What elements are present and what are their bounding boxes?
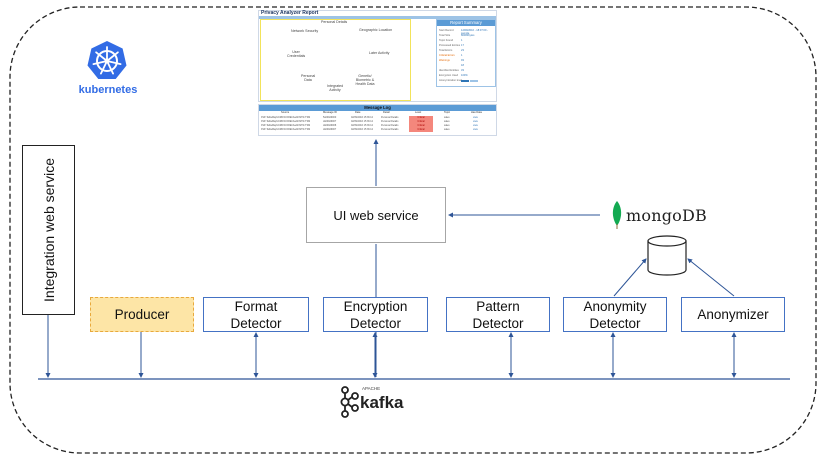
radar-label: User Credentials [287,50,306,58]
encryption-detector-label: Encryption Detector [343,298,408,331]
anonymizer-box: Anonymizer [681,297,785,332]
anonymity-detector-label: Anonymity Detector [583,298,647,331]
radar-label: Network Security [291,29,319,33]
message-log-header: Source Message ID Date Detail Level Topi… [281,111,482,114]
table-row: \ISP-TableMap\\CRD\\CORE\\Audit\\STR-TSM… [261,120,478,124]
kafka-apache-label: APACHE [362,386,381,391]
format-detector-label: Format Detector [230,298,282,331]
producer-box: Producer [90,297,194,332]
report-title: Privacy Analyzer Report [261,10,319,16]
format-detector-box: Format Detector [203,297,309,332]
message-log-panel: Message Log Source Message ID Date Detai… [258,104,497,136]
anonymizer-label: Anonymizer [697,307,769,322]
producer-label: Producer [114,307,170,322]
summary-row: 18 [461,64,464,67]
integration-web-service-box: Integration web service [22,145,75,315]
radar-chart-panel [260,19,411,101]
mongodb-leaf-icon [612,201,622,229]
database-cylinder-icon [647,235,687,276]
radar-label: Genetic/ Biometric & Health Data [355,74,375,86]
report-header-bar [259,16,496,19]
radar-label: Personal Details [321,20,348,24]
summary-title: Report Summary [437,20,495,26]
pattern-detector-label: Pattern Detector [472,298,524,331]
ui-web-service-label: UI web service [333,207,419,223]
mongodb-label: mongoDB [626,206,707,225]
radar-label: Personal Data [301,74,316,82]
pattern-detector-box: Pattern Detector [446,297,550,332]
ui-web-service-box: UI web service [306,187,446,243]
encryption-detector-box: Encryption Detector [323,297,428,332]
kubernetes-helm-icon [87,41,127,79]
privacy-report-panel: Privacy Analyzer Report Personal Details… [258,10,497,102]
message-log-title: Message Log [259,105,496,111]
integration-web-service-label: Integration web service [40,158,57,302]
kafka-label: kafka [360,393,404,412]
anonymity-detector-box: Anonymity Detector [563,297,667,332]
anonymizer-to-db-arrow [687,258,735,297]
radar-label: Geographic Location [359,28,393,32]
kubernetes-label: kubernetes [78,84,138,96]
table-row: \ISP-TableMap\\CRD\\CORE\\Audit\\STR-TSM… [261,124,478,128]
table-row: \ISP-TableMap\\CRD\\CORE\\Audit\\STR-TSM… [261,128,478,132]
radar-label: Integrated Activity [327,84,344,92]
anonymity-to-db-arrow [613,258,647,297]
summary-row: Anonymization level [439,79,493,83]
table-row: \ISP-TableMap\\CRD\\CORE\\Audit\\STR-TSM… [261,116,478,120]
kafka-logo-icon [340,386,359,418]
kubernetes-cluster-frame [9,6,817,454]
radar-label: Later Activity [369,51,390,55]
